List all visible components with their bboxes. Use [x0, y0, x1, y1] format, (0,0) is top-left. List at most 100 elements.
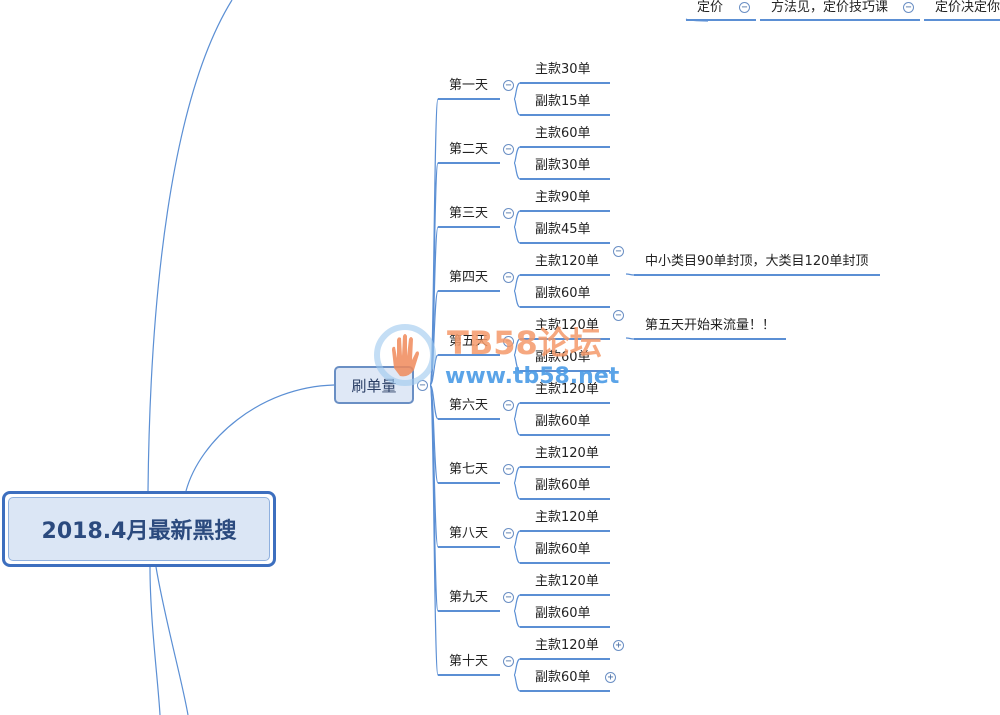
watermark-hand-icon: [374, 324, 436, 386]
connector-line: [513, 82, 521, 100]
sub-node-underline: [520, 498, 610, 500]
connector-line: [513, 210, 521, 228]
sub-node[interactable]: 主款120单: [535, 446, 599, 461]
day-node[interactable]: 第七天: [449, 462, 489, 477]
sub-node-underline: [520, 530, 610, 532]
sub-node[interactable]: 主款90单: [535, 190, 591, 205]
connector-line: [513, 610, 521, 628]
sub-node-underline: [520, 274, 610, 276]
collapse-icon[interactable]: −: [613, 310, 624, 321]
top-node-method[interactable]: 方法见，定价技巧课: [771, 0, 889, 15]
day-node[interactable]: 第十天: [449, 654, 489, 669]
collapse-icon[interactable]: −: [503, 80, 514, 91]
sub-node[interactable]: 主款30单: [535, 62, 591, 77]
collapse-icon[interactable]: −: [503, 336, 514, 347]
day-node[interactable]: 第九天: [449, 590, 489, 605]
sub-node[interactable]: 副款60单: [535, 670, 591, 685]
expand-icon[interactable]: +: [605, 672, 616, 683]
collapse-icon[interactable]: −: [739, 2, 750, 13]
note-underline: [634, 338, 786, 340]
day-node[interactable]: 第六天: [449, 398, 489, 413]
collapse-icon[interactable]: −: [613, 246, 624, 257]
watermark-title: TB58论坛: [447, 324, 602, 362]
collapse-icon[interactable]: −: [503, 144, 514, 155]
sub-node[interactable]: 副款30单: [535, 158, 591, 173]
connector-line: [429, 384, 439, 676]
sub-node[interactable]: 副款15单: [535, 94, 591, 109]
day-underline: [438, 546, 500, 548]
top-node-underline: [924, 19, 1000, 21]
expand-icon[interactable]: +: [613, 640, 624, 651]
connector-line: [513, 98, 521, 116]
sub-node-underline: [520, 82, 610, 84]
day-underline: [438, 98, 500, 100]
day-underline: [438, 418, 500, 420]
note-node[interactable]: 第五天开始来流量！！: [645, 318, 776, 333]
sub-node[interactable]: 副款60单: [535, 542, 591, 557]
connector-line: [429, 354, 439, 386]
sub-node-underline: [520, 306, 610, 308]
day-underline: [438, 354, 500, 356]
sub-node-underline: [520, 626, 610, 628]
sub-node-underline: [520, 402, 610, 404]
sub-node-underline: [520, 434, 610, 436]
sub-node-underline: [520, 242, 610, 244]
day-node[interactable]: 第四天: [449, 270, 489, 285]
connector-line: [513, 274, 521, 292]
sub-node[interactable]: 副款60单: [535, 350, 591, 365]
sub-node[interactable]: 副款60单: [535, 414, 591, 429]
top-node-underline: [686, 19, 756, 21]
connector-line: [513, 162, 521, 180]
day-underline: [438, 290, 500, 292]
sub-node-underline: [520, 658, 610, 660]
sub-node-underline: [520, 210, 610, 212]
sub-node[interactable]: 副款60单: [535, 478, 591, 493]
day-node[interactable]: 第三天: [449, 206, 489, 221]
sub-node[interactable]: 主款120单: [535, 574, 599, 589]
sub-node-underline: [520, 146, 610, 148]
connector-line: [513, 402, 521, 420]
root-topic[interactable]: 2018.4月最新黑搜: [2, 491, 276, 567]
connector-line: [513, 546, 521, 564]
day-node[interactable]: 第二天: [449, 142, 489, 157]
connector-line: [625, 337, 635, 340]
sub-node[interactable]: 副款60单: [535, 286, 591, 301]
collapse-icon[interactable]: −: [503, 592, 514, 603]
day-node[interactable]: 第一天: [449, 78, 489, 93]
sub-node[interactable]: 主款120单: [535, 254, 599, 269]
collapse-icon[interactable]: −: [503, 464, 514, 475]
note-underline: [634, 274, 880, 276]
collapse-icon[interactable]: −: [503, 528, 514, 539]
sub-node[interactable]: 主款60单: [535, 126, 591, 141]
collapse-icon[interactable]: −: [503, 272, 514, 283]
sub-node[interactable]: 主款120单: [535, 638, 599, 653]
connector-line: [513, 338, 521, 356]
sub-node[interactable]: 主款120单: [535, 382, 599, 397]
sub-node-underline: [520, 690, 610, 692]
day-underline: [438, 226, 500, 228]
watermark-url: www.tb58.net: [445, 364, 620, 389]
sub-node-underline: [520, 114, 610, 116]
sub-node-underline: [520, 370, 610, 372]
connector-line: [513, 482, 521, 500]
connector-line: [513, 530, 521, 548]
collapse-icon[interactable]: −: [503, 208, 514, 219]
collapse-icon[interactable]: −: [503, 400, 514, 411]
collapse-icon[interactable]: −: [503, 656, 514, 667]
note-node[interactable]: 中小类目90单封顶，大类目120单封顶: [645, 254, 869, 269]
collapse-icon[interactable]: −: [903, 2, 914, 13]
top-node-pricing-decides[interactable]: 定价决定你: [935, 0, 1000, 15]
sub-node[interactable]: 主款120单: [535, 318, 599, 333]
sub-node-underline: [520, 178, 610, 180]
day-node[interactable]: 第五天: [449, 334, 489, 349]
connector-line: [625, 273, 635, 276]
sub-node[interactable]: 副款45单: [535, 222, 591, 237]
day-underline: [438, 482, 500, 484]
sub-node[interactable]: 主款120单: [535, 510, 599, 525]
top-node-pricing[interactable]: 定价: [697, 0, 724, 15]
connector-line: [513, 466, 521, 484]
sub-node[interactable]: 副款60单: [535, 606, 591, 621]
day-node[interactable]: 第八天: [449, 526, 489, 541]
sub-node-underline: [520, 338, 610, 340]
